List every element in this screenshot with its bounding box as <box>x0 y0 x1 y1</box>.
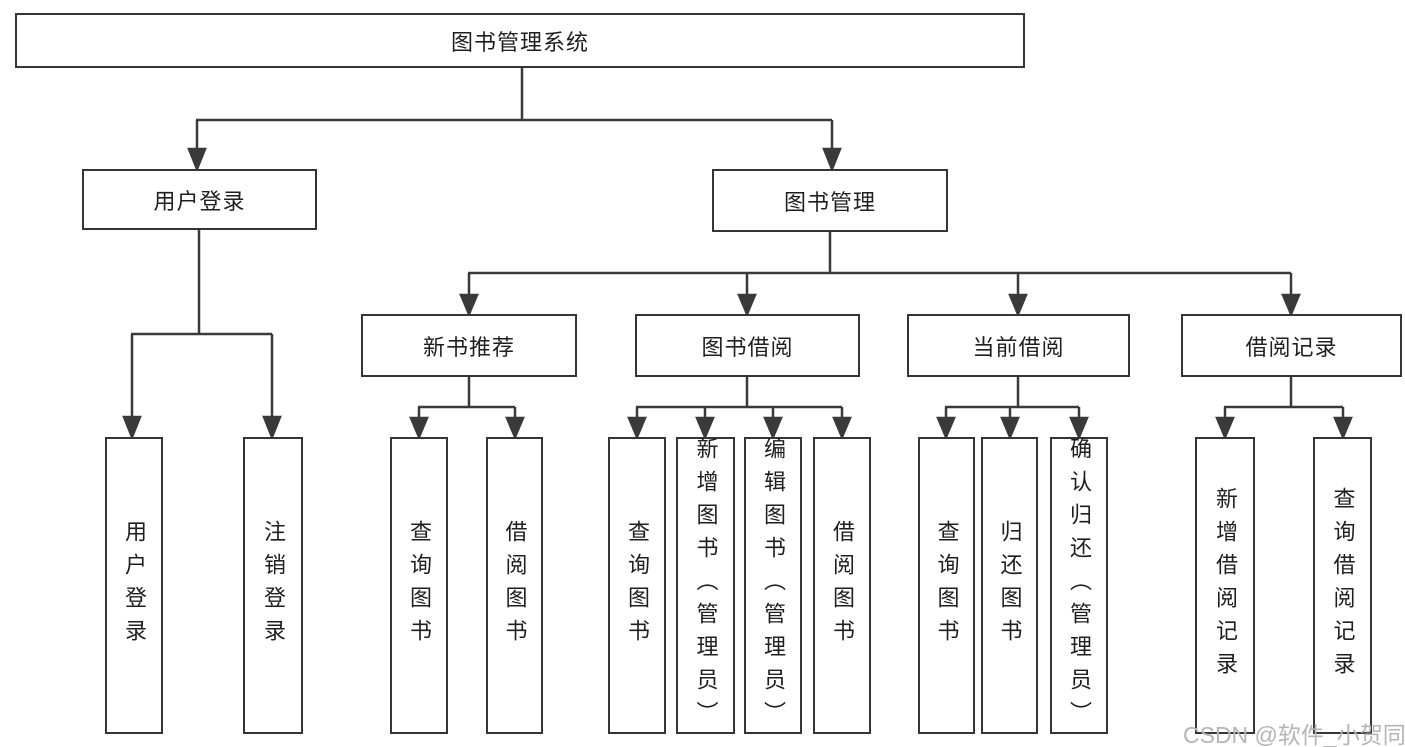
leaf-query-books-recommend-label: 查询图书 <box>407 519 432 652</box>
leaf-query-books-borrowing: 查询图书 <box>608 437 666 734</box>
node-borrowing-records: 借阅记录 <box>1181 314 1402 377</box>
node-root: 图书管理系统 <box>15 13 1025 68</box>
connector-book-management-to-level3 <box>459 232 1301 318</box>
connector-borrowing-records-to-leaves <box>1215 377 1353 441</box>
leaf-return-books: 归还图书 <box>981 437 1038 734</box>
leaf-add-borrow-record: 新增借阅记录 <box>1195 437 1255 734</box>
leaf-logout: 注销登录 <box>243 437 303 734</box>
watermark-text: CSDN @软件_小贺同学 <box>1183 722 1405 747</box>
node-new-book-recommend: 新书推荐 <box>361 314 577 377</box>
leaf-logout-label: 注销登录 <box>261 519 286 652</box>
connector-book-borrowing-to-leaves <box>627 377 852 441</box>
leaf-query-books-recommend: 查询图书 <box>390 437 448 734</box>
leaf-edit-book-admin: 编辑图书（管理员） <box>744 437 802 734</box>
leaf-borrow-books-borrowing-label: 借阅图书 <box>830 519 855 652</box>
leaf-add-book-admin-label: 新增图书（管理员） <box>693 437 719 734</box>
leaf-borrow-books-recommend-label: 借阅图书 <box>502 519 528 652</box>
leaf-query-books-current: 查询图书 <box>918 437 975 734</box>
leaf-edit-book-admin-label: 编辑图书（管理员） <box>761 437 786 734</box>
node-user-login: 用户登录 <box>82 169 317 230</box>
leaf-user-login: 用户登录 <box>105 437 163 734</box>
leaf-confirm-return-admin-label: 确认归还（管理员） <box>1067 437 1092 734</box>
leaf-add-book-admin: 新增图书（管理员） <box>676 437 735 734</box>
node-book-borrowing-label: 图书借阅 <box>701 334 794 360</box>
node-book-management-label: 图书管理 <box>783 189 876 215</box>
leaf-add-borrow-record-label: 新增借阅记录 <box>1213 486 1238 685</box>
node-borrowing-records-label: 借阅记录 <box>1245 334 1338 360</box>
connector-user-login-to-leaves <box>122 230 282 441</box>
leaf-query-books-current-label: 查询图书 <box>934 519 960 652</box>
leaf-borrow-books-borrowing: 借阅图书 <box>813 437 871 734</box>
leaf-confirm-return-admin: 确认归还（管理员） <box>1050 437 1108 734</box>
leaf-query-borrow-record-label: 查询借阅记录 <box>1330 486 1356 685</box>
node-root-label: 图书管理系统 <box>450 29 589 55</box>
node-user-login-label: 用户登录 <box>153 188 246 214</box>
leaf-user-login-label: 用户登录 <box>122 519 147 652</box>
node-current-borrowing-label: 当前借阅 <box>972 334 1065 360</box>
leaf-query-borrow-record: 查询借阅记录 <box>1313 437 1372 734</box>
leaf-query-books-borrowing-label: 查询图书 <box>625 519 650 652</box>
leaf-borrow-books-recommend: 借阅图书 <box>486 437 543 734</box>
connector-new-book-recommend-to-leaves <box>409 377 525 441</box>
node-current-borrowing: 当前借阅 <box>907 314 1130 377</box>
connector-root-to-level2 <box>187 68 842 173</box>
connector-current-borrowing-to-leaves <box>936 377 1089 441</box>
node-new-book-recommend-label: 新书推荐 <box>422 334 515 360</box>
node-book-management: 图书管理 <box>712 169 948 232</box>
leaf-return-books-label: 归还图书 <box>997 519 1023 652</box>
node-book-borrowing: 图书借阅 <box>635 314 860 377</box>
